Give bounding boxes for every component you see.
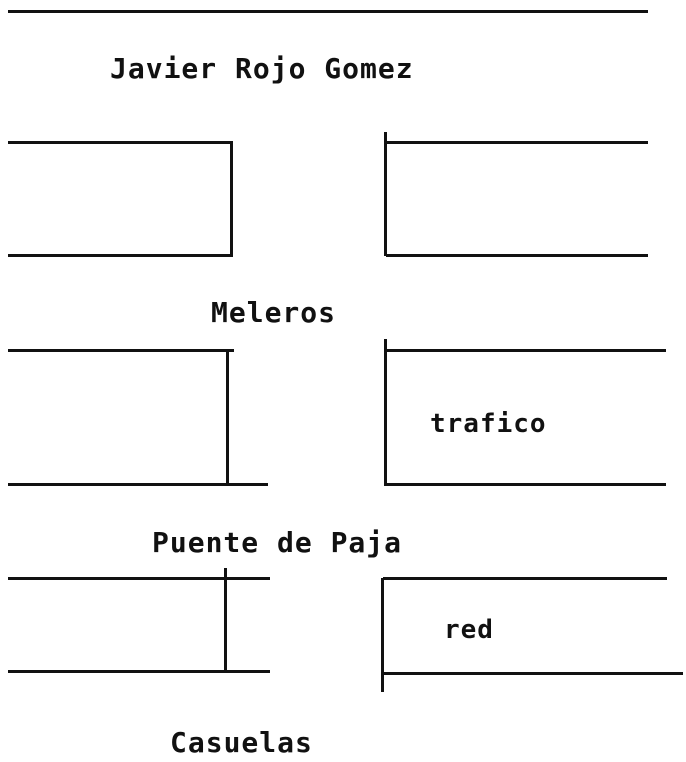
block-2-left-bottom-edge [8, 483, 268, 486]
street-label-javier-rojo-gomez: Javier Rojo Gomez [110, 52, 414, 85]
block-2-left-top-edge [8, 349, 234, 352]
block-3-right-left-edge [381, 578, 384, 692]
block-1-right-top-edge [386, 141, 648, 144]
block-label-red: red [444, 615, 494, 645]
block-3-left-bottom-edge [8, 670, 270, 673]
block-2-left-right-edge [226, 349, 229, 486]
block-1-right-bottom-edge [386, 254, 648, 257]
block-1-left-right-edge [230, 141, 233, 256]
block-1-left-bottom-edge [8, 254, 233, 257]
block-3-right-bottom-edge [383, 672, 683, 675]
street-label-meleros: Meleros [211, 296, 337, 329]
block-1-left-top-edge [8, 141, 233, 144]
block-2-right-top-edge [386, 349, 666, 352]
block-3-left-right-edge [224, 568, 227, 673]
street-label-puente-de-paja: Puente de Paja [152, 526, 403, 559]
block-2-right-bottom-edge [386, 483, 666, 486]
block-3-left-top-edge [8, 577, 270, 580]
top-street-line [8, 10, 648, 13]
street-label-casuelas: Casuelas [170, 726, 313, 759]
block-2-right-left-edge [384, 339, 387, 486]
block-1-right-left-edge [384, 132, 387, 256]
block-3-right-top-edge [383, 577, 667, 580]
block-label-trafico: trafico [430, 409, 547, 439]
